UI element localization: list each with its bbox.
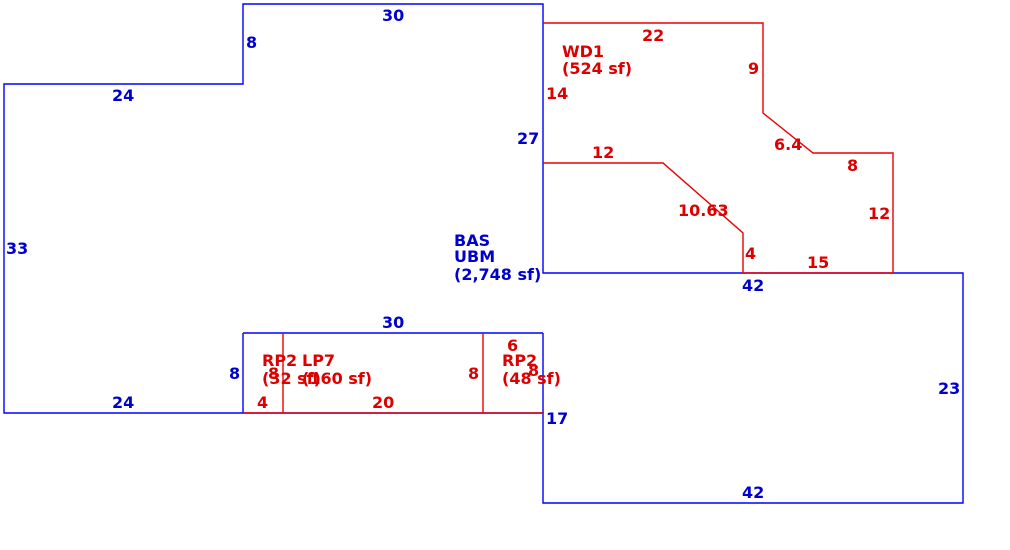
dim-wd-left: 14	[546, 84, 568, 103]
dim-bas-right-upper: 27	[517, 129, 539, 148]
dim-rp2l-width: 4	[257, 393, 268, 412]
dim-rp2r-height: 8	[528, 361, 539, 380]
bas-sub-label: UBM	[454, 247, 495, 266]
dim-wd-bottom: 15	[807, 253, 829, 272]
dim-wd-inner-right: 4	[745, 244, 756, 263]
wd1-area-label: (524 sf)	[562, 59, 632, 78]
bas-code-label: BAS	[454, 231, 490, 250]
dim-lp7-height: 8	[468, 364, 479, 383]
bas-area-label: (2,748 sf)	[454, 265, 541, 284]
dim-bas-right-lower: 17	[546, 409, 568, 428]
dim-wd-inner-top: 12	[592, 143, 614, 162]
rp2-right-area-label: (48 sf)	[502, 369, 561, 388]
lp7-code-label: LP7	[302, 351, 335, 370]
dim-rp2r-top: 6	[507, 336, 518, 355]
dim-lp7-width: 20	[372, 393, 394, 412]
base-building-outline	[3, 3, 964, 504]
dim-wd-diag-upper: 6.4	[774, 135, 802, 154]
wd1-code-label: WD1	[562, 42, 604, 61]
dim-wd-ledge: 8	[847, 156, 858, 175]
dim-wd-right-lower: 12	[868, 204, 890, 223]
dim-wd-top: 22	[642, 26, 664, 45]
dim-bas-notch-left: 8	[246, 33, 257, 52]
deck-outline	[543, 22, 894, 274]
rp2-right-code-label: RP2	[502, 351, 537, 370]
dim-bas-inner-left: 8	[229, 364, 240, 383]
dim-wd-right-upper: 9	[748, 59, 759, 78]
dim-bas-top: 30	[382, 6, 404, 25]
dim-bas-right: 23	[938, 379, 960, 398]
dim-rp2l-height: 8	[268, 364, 279, 383]
dim-bas-bottom: 42	[742, 483, 764, 502]
dim-bas-inner-top: 30	[382, 313, 404, 332]
lp7-area-label: (160 sf)	[302, 369, 372, 388]
rp2-left-area-label: (32 sf)	[262, 369, 321, 388]
dim-bas-lower-left: 24	[112, 393, 134, 412]
dim-wd-diag-lower: 10.63	[678, 201, 729, 220]
dim-bas-step: 42	[742, 276, 764, 295]
dim-bas-upper-left: 24	[112, 86, 134, 105]
rp2-left-code-label: RP2	[262, 351, 297, 370]
dim-bas-left: 33	[6, 239, 28, 258]
